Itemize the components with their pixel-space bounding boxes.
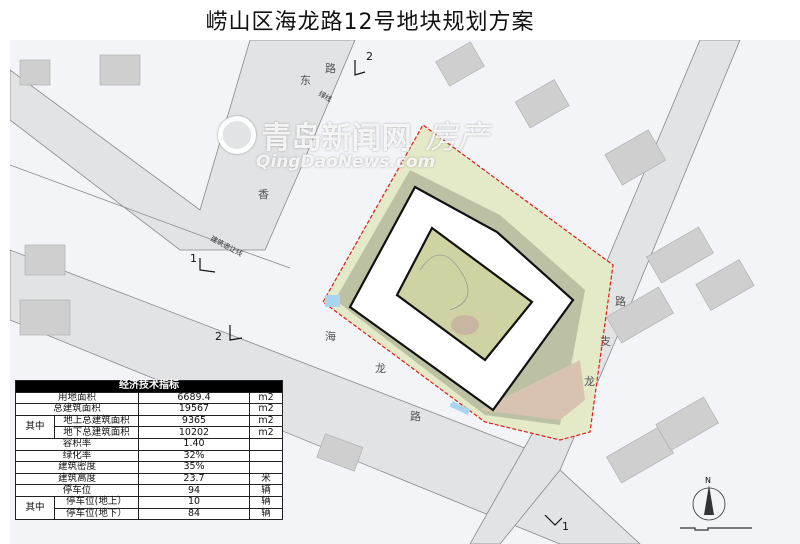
row-value: 1.40 bbox=[138, 437, 250, 451]
table-header: 经济技术指标 bbox=[15, 380, 283, 393]
plaza bbox=[480, 360, 585, 420]
row-unit: m2 bbox=[249, 414, 283, 428]
group-label: 其中 bbox=[15, 495, 55, 521]
watermark-logo-text: 青岛新闻网 bbox=[261, 121, 412, 156]
road-labels: 香 东 路 海 龙 路 路 支 龙 bbox=[258, 62, 626, 423]
row-value: 10 bbox=[138, 495, 250, 509]
row-label: 停车位(地下） bbox=[54, 507, 139, 521]
row-label: 建筑密度 bbox=[15, 461, 139, 474]
road-label: 香 bbox=[258, 188, 269, 201]
north-arrow-icon: N bbox=[692, 476, 726, 521]
row-value: 6689.4 bbox=[138, 391, 250, 405]
row-value: 23.7 bbox=[138, 472, 250, 486]
group-label: 其中 bbox=[15, 414, 55, 439]
row-unit: 辆 bbox=[249, 495, 283, 509]
row-label: 停车位 bbox=[15, 484, 139, 497]
section-labels: 1 1 2 2 bbox=[190, 50, 569, 533]
watermark-url: QingDaoNews.com bbox=[256, 152, 436, 172]
row-label: 停车位(地上） bbox=[54, 495, 139, 509]
surrounding-buildings bbox=[19, 41, 755, 484]
row-unit: 米 bbox=[249, 472, 283, 486]
road-label: 路 bbox=[410, 410, 421, 423]
road-label: 路 bbox=[325, 62, 336, 75]
watermark-section: 房产 bbox=[425, 118, 490, 156]
courtyard-plaza bbox=[451, 315, 479, 335]
row-label: 绿化率 bbox=[15, 449, 139, 463]
row-unit: 辆 bbox=[249, 484, 283, 497]
row-unit: m2 bbox=[249, 426, 283, 439]
row-value: 19567 bbox=[138, 403, 250, 416]
road-label: 东 bbox=[300, 74, 311, 87]
row-unit: m2 bbox=[249, 403, 283, 416]
section-marks bbox=[199, 60, 563, 526]
watermark: 青岛新闻网 房产 QingDaoNews.com bbox=[218, 112, 489, 172]
courtyard bbox=[395, 226, 534, 362]
row-label: 用地面积 bbox=[15, 391, 139, 405]
north-label: N bbox=[705, 476, 711, 485]
section-1-label: 1 bbox=[562, 520, 569, 533]
row-label: 地下总建筑面积 bbox=[54, 426, 139, 439]
row-unit bbox=[249, 461, 283, 474]
row-label: 建筑高度 bbox=[15, 472, 139, 486]
row-value: 32% bbox=[138, 449, 250, 463]
row-label: 总建筑面积 bbox=[15, 403, 139, 416]
site-plan-map: 1 1 2 2 绿线 建筑退让线 香 东 路 海 龙 路 路 支 龙 N bbox=[10, 40, 800, 544]
scale-bar bbox=[680, 527, 752, 531]
watermark-logo-icon bbox=[218, 116, 256, 154]
road-label: 路 bbox=[615, 295, 626, 308]
row-unit: m2 bbox=[249, 391, 283, 405]
section-1-label: 1 bbox=[190, 252, 197, 265]
row-unit: 辆 bbox=[249, 507, 283, 521]
section-2-label: 2 bbox=[215, 330, 222, 343]
road-label: 龙 bbox=[375, 362, 386, 375]
row-value: 35% bbox=[138, 461, 250, 474]
road-label: 龙 bbox=[584, 375, 595, 388]
water-feature bbox=[325, 295, 340, 307]
road-top bbox=[10, 40, 356, 251]
row-value: 84 bbox=[138, 507, 250, 521]
row-value: 94 bbox=[138, 484, 250, 497]
row-unit bbox=[249, 449, 283, 463]
road-label: 支 bbox=[600, 335, 611, 348]
row-label: 容积率 bbox=[15, 437, 139, 451]
road-label: 海 bbox=[325, 329, 336, 343]
row-value: 9365 bbox=[138, 414, 250, 428]
section-2-label: 2 bbox=[366, 50, 373, 63]
page-title: 崂山区海龙路12号地块规划方案 bbox=[205, 10, 535, 35]
row-unit bbox=[249, 437, 283, 451]
row-label: 地上总建筑面积 bbox=[54, 414, 139, 428]
row-value: 10202 bbox=[138, 426, 250, 439]
